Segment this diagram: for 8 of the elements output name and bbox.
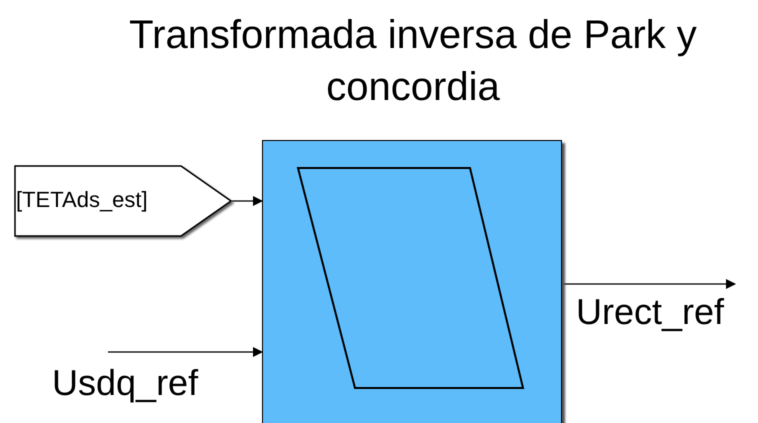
goto-tag-block	[14, 165, 232, 237]
signal-label: Usdq_ref	[52, 362, 198, 404]
signal-arrow	[232, 196, 263, 206]
signal-arrow	[562, 279, 736, 289]
tag-label: [TETAds_est]	[16, 187, 148, 213]
signal-arrow	[108, 347, 263, 357]
signal-label: Urect_ref	[576, 291, 724, 333]
block-title: Transformada inversa de Park y concordia	[128, 12, 698, 111]
